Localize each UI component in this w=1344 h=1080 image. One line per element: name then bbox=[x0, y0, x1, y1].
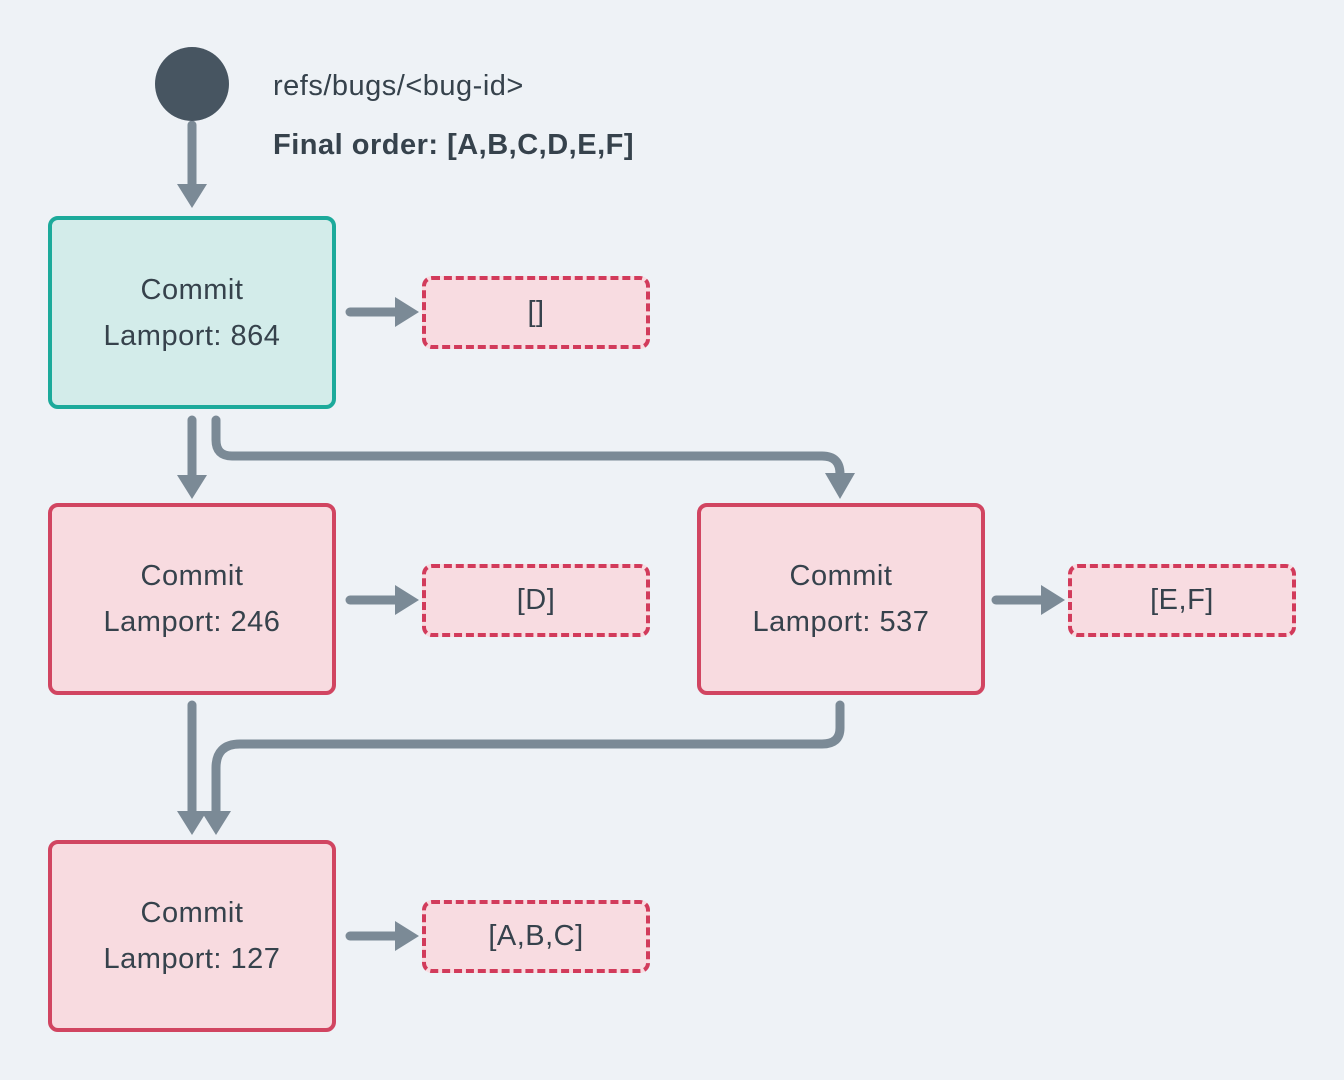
arrowhead-commit-537-to-127 bbox=[201, 811, 231, 835]
commit-lamport-label: Lamport: 864 bbox=[103, 319, 281, 352]
arrowhead-commit-537-to-operations bbox=[1041, 585, 1065, 615]
commit-node-246: Commit Lamport: 246 bbox=[48, 503, 336, 695]
commit-lamport-label: Lamport: 537 bbox=[752, 606, 930, 638]
arrowhead-ref-to-commit-864 bbox=[177, 184, 207, 208]
arrowhead-commit-864-to-246 bbox=[177, 475, 207, 499]
operations-label: [A,B,C] bbox=[488, 920, 584, 952]
operations-label: [E,F] bbox=[1150, 584, 1214, 616]
commit-node-864: Commit Lamport: 864 bbox=[48, 216, 336, 409]
operations-box-246: [D] bbox=[422, 564, 650, 637]
commit-title: Commit bbox=[140, 560, 244, 592]
commit-lamport-label: Lamport: 127 bbox=[103, 943, 281, 975]
operations-box-864: [] bbox=[422, 276, 650, 349]
commit-lamport-label: Lamport: 246 bbox=[103, 606, 281, 638]
ref-node-circle bbox=[155, 47, 229, 121]
edge-commit-864-to-537 bbox=[211, 415, 845, 479]
arrowhead-commit-246-to-operations bbox=[395, 585, 419, 615]
commit-title: Commit bbox=[140, 897, 244, 929]
arrowhead-commit-864-to-operations bbox=[395, 297, 419, 327]
commit-title: Commit bbox=[140, 273, 244, 306]
operations-label: [D] bbox=[516, 584, 556, 616]
operations-box-127: [A,B,C] bbox=[422, 900, 650, 973]
arrowhead-commit-246-to-127 bbox=[177, 811, 207, 835]
operations-label: [] bbox=[527, 296, 545, 328]
arrowhead-commit-127-to-operations bbox=[395, 921, 419, 951]
commit-title: Commit bbox=[789, 560, 893, 592]
ref-label: refs/bugs/<bug-id> bbox=[273, 70, 524, 102]
arrowhead-commit-864-to-537 bbox=[825, 473, 855, 499]
edge-commit-537-to-127 bbox=[211, 700, 845, 816]
commit-node-127: Commit Lamport: 127 bbox=[48, 840, 336, 1032]
final-order-label: Final order: [A,B,C,D,E,F] bbox=[273, 129, 634, 161]
operations-box-537: [E,F] bbox=[1068, 564, 1296, 637]
commit-node-537: Commit Lamport: 537 bbox=[697, 503, 985, 695]
